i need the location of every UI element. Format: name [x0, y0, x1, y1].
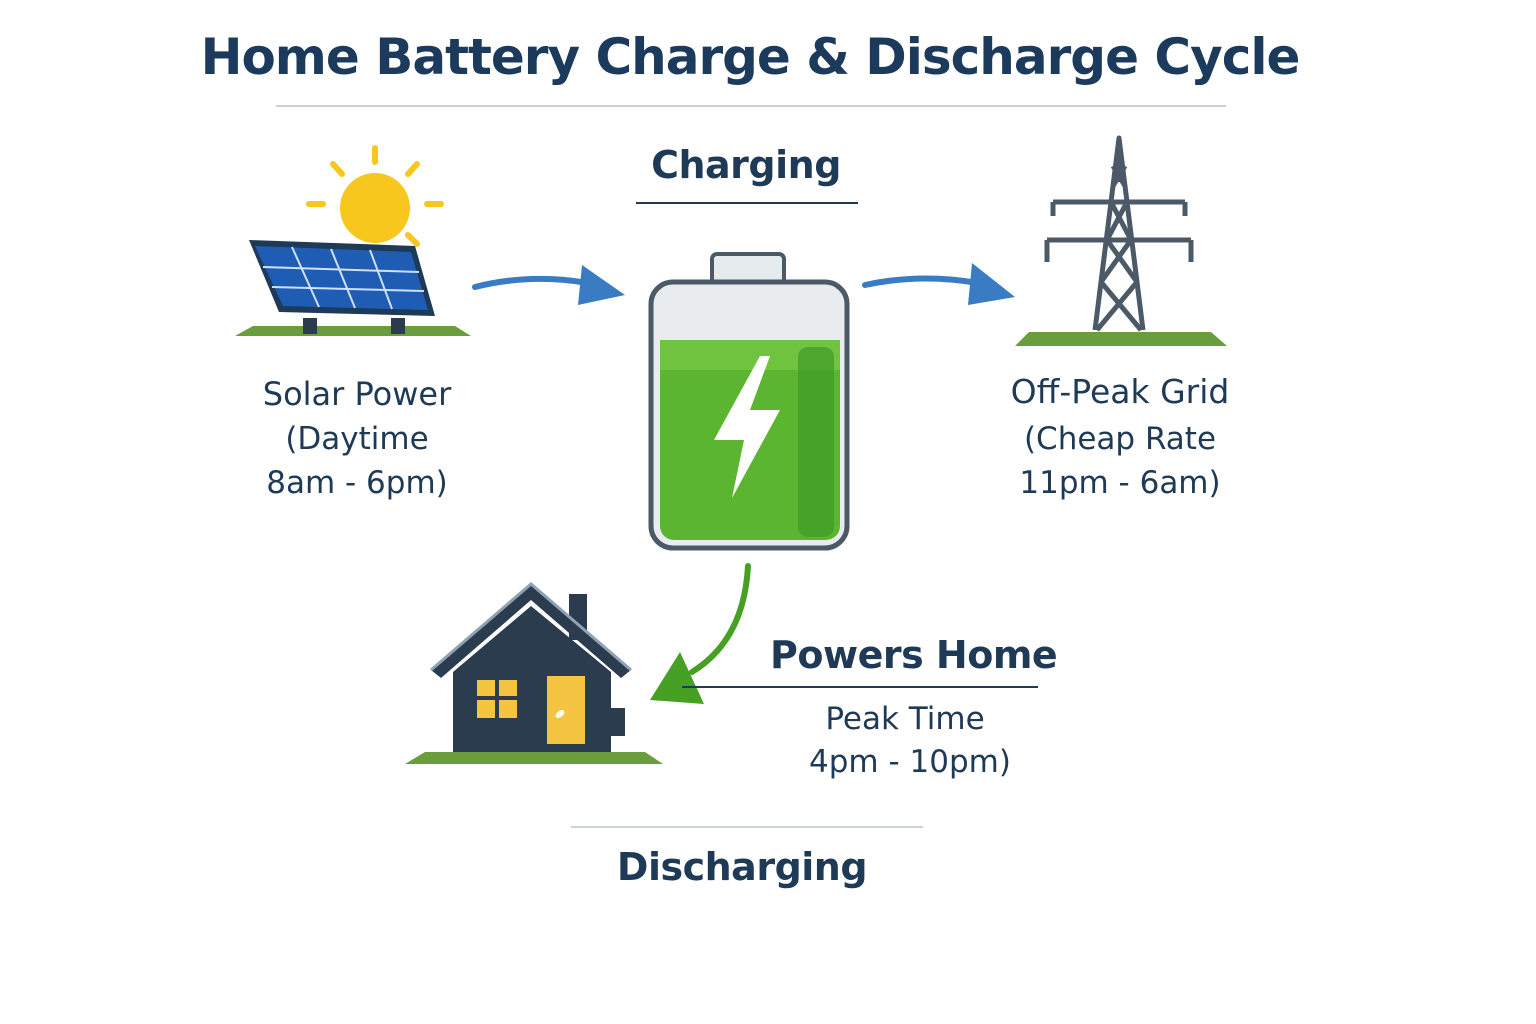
arrow-battery-to-grid [862, 263, 1015, 305]
off-peak-grid-label: Off-Peak Grid [1010, 372, 1230, 411]
powers-home-label: Powers Home [770, 633, 1058, 677]
arrow-solar-to-battery [472, 265, 625, 305]
powers-home-underline [682, 686, 1038, 688]
solar-power-hours: 8am - 6pm) [266, 465, 448, 501]
sun-icon [306, 145, 444, 247]
title-divider [276, 105, 1226, 107]
solar-power-hours-open: (Daytime [285, 421, 429, 457]
house-icon [405, 582, 663, 764]
peak-time-hours: 4pm - 10pm) [809, 744, 1011, 780]
solar-power-label: Solar Power [262, 375, 452, 413]
charging-label: Charging [651, 143, 841, 187]
window-icon [477, 680, 517, 718]
page-title: Home Battery Charge & Discharge Cycle [200, 28, 1301, 86]
charging-underline [636, 202, 858, 204]
solar-panel-icon [235, 145, 471, 336]
peak-time-label: Peak Time [825, 701, 985, 737]
arrow-battery-to-home [650, 563, 751, 704]
discharging-divider [571, 826, 923, 828]
door-icon [547, 676, 585, 744]
battery-charging-icon [648, 252, 850, 551]
transmission-tower-icon [1015, 135, 1227, 346]
off-peak-grid-hours: 11pm - 6am) [1019, 465, 1221, 501]
discharging-label: Discharging [616, 845, 868, 889]
off-peak-grid-rate: (Cheap Rate [1023, 421, 1217, 457]
